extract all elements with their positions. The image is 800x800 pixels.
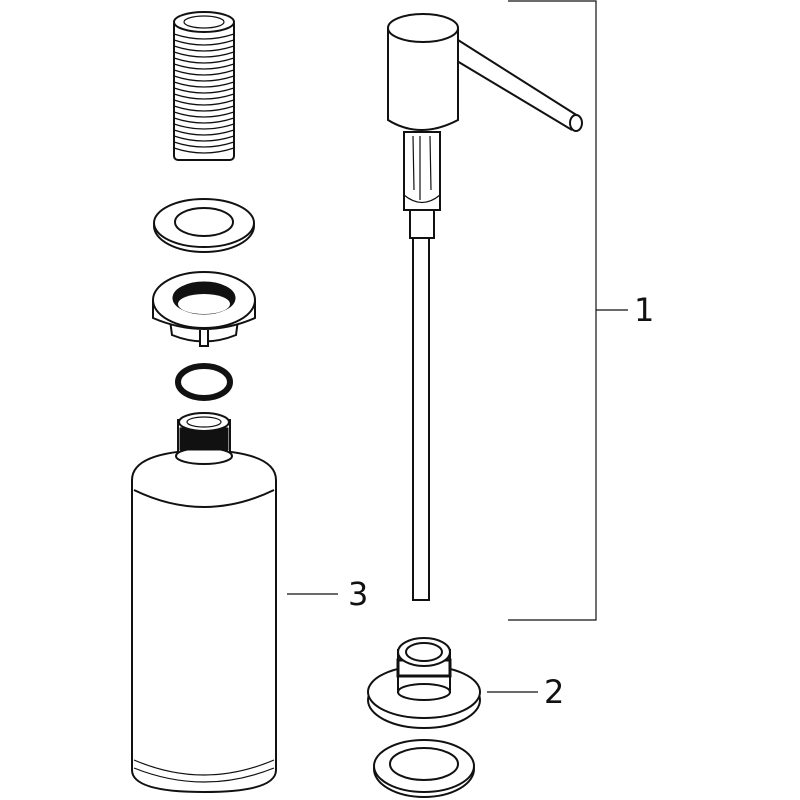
bottle [131, 412, 277, 794]
flat-washer-top [153, 198, 255, 253]
mounting-nut [152, 271, 256, 347]
callout-1-bracket [508, 0, 628, 621]
flat-washer-bottom [373, 739, 475, 798]
o-ring [175, 363, 233, 401]
threaded-sleeve [173, 11, 235, 161]
pump-head [387, 13, 583, 601]
callout-label-3: 3 [348, 575, 369, 613]
mounting-flange [367, 637, 481, 729]
callout-label-1: 1 [634, 291, 655, 329]
callout-label-2: 2 [544, 673, 565, 711]
